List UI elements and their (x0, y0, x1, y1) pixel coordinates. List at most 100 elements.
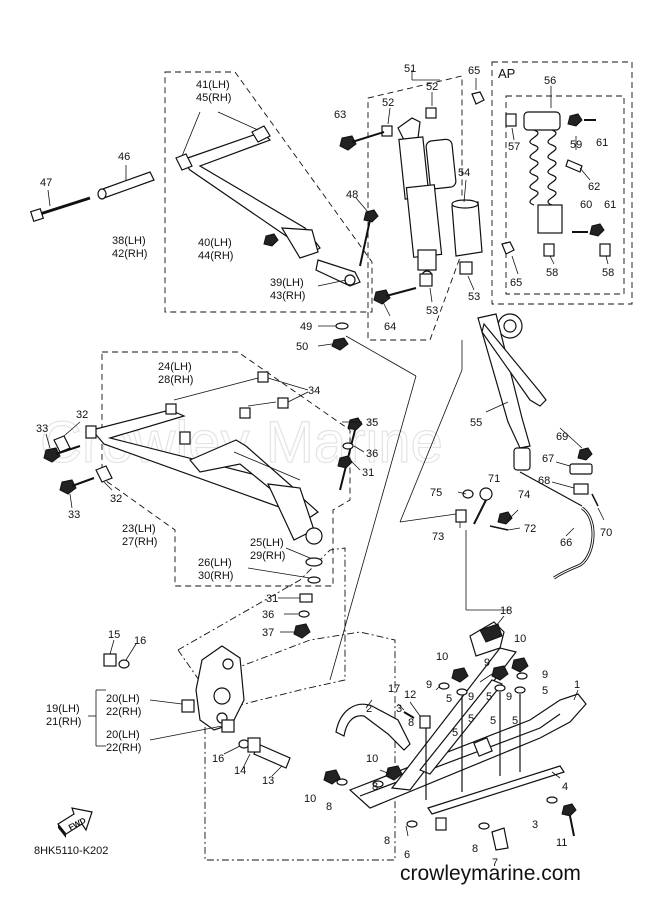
callout-51: 51 (404, 63, 416, 75)
callout-25: 25(LH) (250, 537, 284, 549)
callout-47: 47 (40, 177, 52, 189)
spacers-25-26 (247, 547, 323, 584)
callout-9e: 9 (506, 691, 512, 703)
lower-arm-group-box (101, 351, 351, 587)
callout-15: 15 (108, 629, 120, 641)
callout-55: 55 (470, 417, 482, 429)
callout-68: 68 (538, 475, 550, 487)
callout-8d: 8 (384, 835, 390, 847)
collars-32 (53, 421, 113, 491)
callout-8c: 8 (326, 801, 332, 813)
fwd-arrow-icon: FWD (57, 807, 93, 838)
callout-10d: 10 (304, 793, 316, 805)
callout-20b: 20(LH) (106, 729, 140, 741)
callout-5b: 5 (446, 693, 452, 705)
callout-17: 17 (388, 683, 400, 695)
callout-67: 67 (542, 453, 554, 465)
callout-52a: 52 (382, 97, 394, 109)
callout-48: 48 (346, 189, 358, 201)
callout-23: 23(LH) (122, 523, 156, 535)
assembly-leaders (233, 335, 510, 681)
callout-5e: 5 (468, 713, 474, 725)
bolt-12-pin-17 (397, 701, 431, 729)
diagram-code: 8HK5110-K202 (34, 845, 108, 857)
callout-34: 34 (308, 385, 320, 397)
callout-5g: 5 (512, 715, 518, 727)
callout-18: 18 (500, 605, 512, 617)
bolts-63-64 (339, 131, 417, 317)
callout-26: 26(LH) (198, 557, 232, 569)
callout-4: 4 (562, 781, 568, 793)
callout-65b: 65 (510, 277, 522, 289)
callout-5a: 5 (542, 685, 548, 697)
callout-69: 69 (556, 431, 568, 443)
lower-a-arm (85, 403, 323, 545)
callout-53a: 53 (468, 291, 480, 303)
callout-5f: 5 (490, 715, 496, 727)
bolt-35-washer-36-nut-31 (337, 417, 365, 491)
callout-9c: 9 (426, 679, 432, 691)
callout-11: 11 (556, 837, 567, 849)
ski-fasteners (323, 657, 577, 851)
callout-8a: 8 (408, 717, 414, 729)
callout-10c: 10 (366, 753, 378, 765)
ski-frame (390, 647, 518, 791)
callout-64: 64 (384, 321, 396, 333)
callout-9b: 9 (542, 669, 548, 681)
callout-20a: 20(LH) (106, 693, 140, 705)
washer-49-nut-50 (317, 322, 349, 351)
callout-60: 60 (580, 199, 592, 211)
callout-36b: 36 (262, 609, 274, 621)
ap-bolts-59-61 (565, 113, 605, 237)
shock-absorber (397, 70, 457, 282)
callout-32b: 32 (110, 493, 122, 505)
callout-28: 28(RH) (158, 374, 193, 386)
callout-58b: 58 (602, 267, 614, 279)
callout-37: 37 (262, 627, 274, 639)
pin-13-collar-14 (241, 737, 291, 777)
callout-36a: 36 (366, 448, 378, 460)
bushings-34 (173, 371, 309, 409)
callout-6: 6 (404, 849, 410, 861)
callout-53b: 53 (426, 305, 438, 317)
callout-42: 42(RH) (112, 248, 147, 260)
callout-41: 41(LH) (196, 79, 230, 91)
callout-12: 12 (404, 689, 416, 701)
callout-59: 59 (570, 139, 582, 151)
nut-40 (263, 233, 279, 247)
bolt-48 (355, 197, 379, 267)
callout-39: 39(LH) (270, 277, 304, 289)
spindle-19 (195, 645, 245, 731)
callout-63: 63 (334, 109, 346, 121)
callout-10b: 10 (436, 651, 448, 663)
callout-31b: 31 (266, 593, 278, 605)
callout-13: 13 (262, 775, 274, 787)
steering-column-55 (477, 313, 547, 471)
fasteners-31-36-37 (278, 593, 313, 639)
callout-30: 30(RH) (198, 570, 233, 582)
callout-22a: 22(RH) (106, 706, 141, 718)
ap-inner-box (505, 95, 625, 295)
callout-10a: 10 (514, 633, 526, 645)
callout-9a: 9 (484, 657, 490, 669)
callout-56: 56 (544, 75, 556, 87)
callout-9d: 9 (468, 691, 474, 703)
callout-1: 1 (574, 679, 580, 691)
callout-57: 57 (508, 141, 520, 153)
callout-8e: 8 (472, 843, 478, 855)
bushings-15-16-20 (88, 639, 250, 755)
callout-5c: 5 (486, 691, 492, 703)
collars-52 (381, 92, 437, 137)
runner-4 (427, 765, 565, 815)
callout-16b: 16 (212, 753, 224, 765)
callout-74: 74 (518, 489, 530, 501)
callout-22b: 22(RH) (106, 742, 141, 754)
shaft-46 (97, 165, 155, 200)
callout-54: 54 (458, 167, 470, 179)
ski-mount-box (204, 631, 396, 861)
callout-46: 46 (118, 151, 130, 163)
callout-19: 19(LH) (46, 703, 80, 715)
cover-54 (451, 179, 483, 257)
callout-33b: 33 (68, 509, 80, 521)
callout-2: 2 (366, 703, 372, 715)
